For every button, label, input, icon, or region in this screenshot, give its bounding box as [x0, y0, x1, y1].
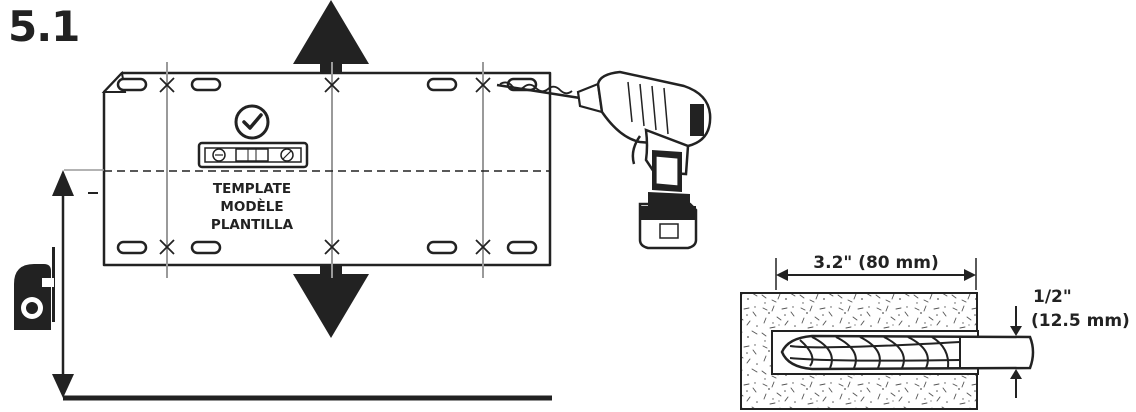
mounting-slots: [116, 77, 538, 255]
drilling-detail: 3.2" (80 mm): [740, 253, 1130, 410]
level-check-icon: [234, 104, 270, 140]
template-label-es: PLANTILLA: [211, 217, 294, 233]
depth-label: 3.2" (80 mm): [813, 253, 938, 273]
diameter-label-metric: (12.5 mm): [1031, 311, 1130, 331]
step-number: 5.1: [8, 2, 80, 51]
guide-lines: [166, 62, 484, 278]
drill-icon: [496, 70, 712, 250]
template-sheet: [101, 70, 552, 267]
height-measurement: [52, 169, 552, 401]
template-label-fr: MODÈLE: [220, 198, 283, 215]
spirit-level-icon: [197, 141, 309, 169]
drill-marks: [159, 77, 491, 255]
drill-bit-icon: [780, 334, 1035, 371]
template-label-en: TEMPLATE: [213, 181, 291, 197]
diameter-label-fraction: 1/2": [1033, 287, 1072, 307]
tape-measure-icon: [14, 247, 55, 330]
